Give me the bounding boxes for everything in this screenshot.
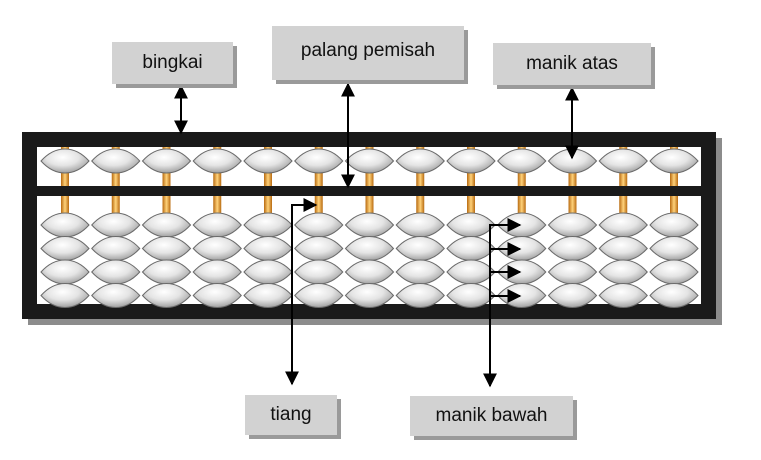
label-upper-bead: manik atas <box>493 43 651 85</box>
lower-bead <box>91 212 141 238</box>
upper-bead <box>344 148 395 174</box>
lower-bead <box>395 259 445 285</box>
label-divider-bar: palang pemisah <box>272 26 464 80</box>
upper-bead <box>598 148 648 174</box>
lower-bead <box>547 212 598 238</box>
lower-bead <box>40 212 90 238</box>
lower-bead <box>40 282 90 309</box>
lower-bead <box>344 259 395 285</box>
lower-bead <box>192 235 242 262</box>
lower-bead <box>40 259 90 285</box>
upper-bead <box>497 148 547 174</box>
beads-group <box>40 148 699 309</box>
lower-bead <box>649 259 699 285</box>
lower-bead <box>344 235 395 262</box>
label-rod: tiang <box>245 395 337 435</box>
label-frame: bingkai <box>112 42 233 84</box>
lower-bead <box>395 235 445 262</box>
lower-bead <box>598 282 648 309</box>
lower-bead <box>649 235 699 262</box>
lower-bead <box>141 282 192 309</box>
upper-bead <box>192 148 242 174</box>
lower-bead <box>192 282 242 309</box>
lower-bead <box>547 235 598 262</box>
upper-bead <box>91 148 141 174</box>
lower-bead <box>598 259 648 285</box>
lower-bead <box>91 282 141 309</box>
upper-bead <box>649 148 699 174</box>
lower-bead <box>395 212 445 238</box>
lower-bead <box>344 212 395 238</box>
lower-bead <box>141 235 192 262</box>
upper-bead <box>243 148 293 174</box>
lower-bead <box>40 235 90 262</box>
lower-bead <box>598 212 648 238</box>
upper-bead <box>141 148 192 174</box>
lower-bead <box>344 282 395 309</box>
lower-bead <box>598 235 648 262</box>
lower-bead <box>395 282 445 309</box>
upper-bead <box>40 148 90 174</box>
lower-bead <box>141 212 192 238</box>
lower-bead <box>141 259 192 285</box>
lower-bead <box>547 259 598 285</box>
callout-lines <box>174 82 579 388</box>
lower-bead <box>649 282 699 309</box>
label-lower-bead: manik bawah <box>410 396 573 436</box>
upper-bead <box>395 148 445 174</box>
lower-bead <box>192 212 242 238</box>
lower-bead <box>91 235 141 262</box>
lower-bead <box>649 212 699 238</box>
lower-bead <box>91 259 141 285</box>
divider-bar <box>37 186 701 196</box>
rod-pointer <box>285 198 318 386</box>
lower-bead <box>547 282 598 309</box>
upper-bead <box>446 148 496 174</box>
lower-bead <box>192 259 242 285</box>
